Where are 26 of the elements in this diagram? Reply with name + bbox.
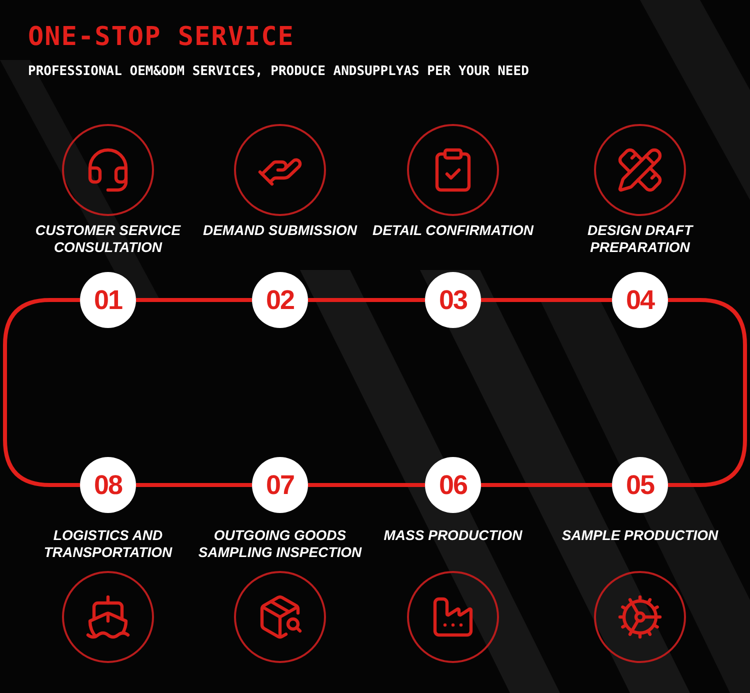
- step-number: 08: [94, 468, 122, 502]
- step-title: SAMPLE PRODUCTION: [562, 527, 718, 544]
- step-title: OUTGOING GOODS SAMPLING INSPECTION: [197, 527, 363, 561]
- connector-line: [308, 298, 425, 302]
- subtitle: PROFESSIONAL OEM&ODM SERVICES, PRODUCE ANDSUPPLYAS PER YOUR NEED: [28, 63, 529, 81]
- connector-line: [136, 483, 252, 487]
- step-title: LOGISTICS AND TRANSPORTATION: [42, 527, 174, 561]
- step-number: 05: [626, 468, 654, 502]
- step-number: 03: [438, 284, 468, 317]
- step-title: CUSTOMER SERVICE CONSULTATION: [34, 222, 182, 256]
- title: ONE-STOP SERVICE: [28, 21, 294, 54]
- connector-line: [481, 298, 612, 302]
- step-title: DEMAND SUBMISSION: [202, 222, 357, 239]
- step-title: DETAIL CONFIRMATION: [372, 222, 534, 239]
- step-number: 06: [438, 468, 468, 502]
- step-title: MASS PRODUCTION: [384, 527, 522, 544]
- step-number: 04: [626, 284, 654, 317]
- step-number: 07: [266, 468, 294, 502]
- connector-line: [3, 298, 80, 487]
- connector-line: [136, 298, 252, 302]
- step-number: 02: [266, 284, 294, 317]
- connector-line: [481, 483, 612, 487]
- connector-line: [308, 483, 425, 487]
- connector-line: [668, 298, 747, 487]
- step-title: DESIGN DRAFT PREPARATION: [586, 222, 694, 256]
- step-number: 01: [94, 284, 122, 317]
